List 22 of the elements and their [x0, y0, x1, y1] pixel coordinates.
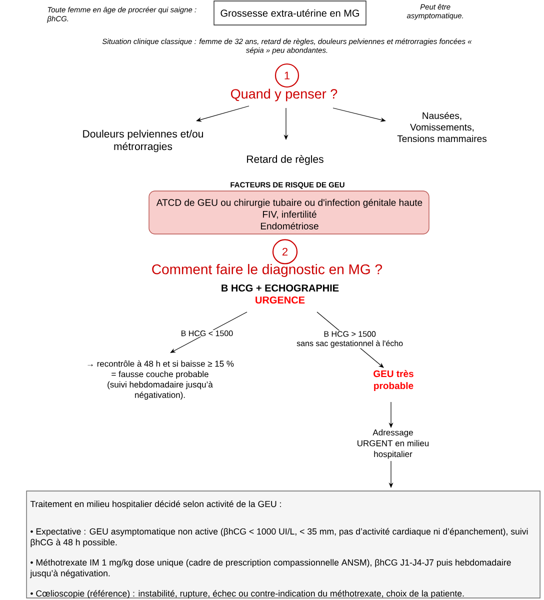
- diagnosis-text: GEU très probable: [374, 370, 414, 391]
- exam-heading: B HCG + ECHOGRAPHIE URGENCE: [222, 284, 339, 304]
- section-heading: Comment faire le diagnostic en MG ?: [152, 264, 382, 278]
- arrow: [170, 312, 248, 353]
- arrow: [196, 106, 250, 122]
- bullet-item: • Expectative : GEU asymptomatique non active (βhCG < 1000 UI/L, < 35 mm, pas d’activité cardiaque ni d’épanchement), suivi βhCG à 48 h possible.: [30, 528, 528, 548]
- title-box: Grossesse extra-utérine en MG: [214, 0, 366, 26]
- risk-factor-item: Endométriose: [260, 222, 318, 230]
- outcome-text: → recontrôle à 48 h et si baisse ≥ 15 % = fausse couche probable (suivi hebdomadaire jusqu’à négativation).: [88, 360, 234, 400]
- risk-factor-item: FIV, infertilité: [263, 210, 316, 219]
- referral-text: Adressage URGENT en milieu hospitalier: [358, 429, 429, 459]
- bullet-item: • Méthotrexate IM 1 mg/kg dose unique (cadre de prescription compassionnelle ANSM), βhCG J1-J4-J7 puis hebdomadaire jusqu’à négativation.: [30, 559, 511, 578]
- symptom-text: Retard de règles: [247, 155, 324, 165]
- edge-label: B HCG < 1500: [180, 330, 234, 337]
- arrow: [332, 108, 386, 122]
- section-heading: Quand y penser ?: [230, 88, 338, 102]
- bullet-item: • Cœlioscopie (référence) : instabilité, rupture, échec ou contre-indication du méthotrexate, choix de la patiente.: [30, 590, 464, 598]
- edge-label: B HCG > 1500 sans sac gestationnel à l'écho: [295, 330, 404, 348]
- panel-heading: Traitement en milieu hospitalier décidé selon activité de la GEU :: [30, 500, 281, 509]
- risk-factor-item: ATCD de GEU ou chirurgie tubaire ou d'infection génitale haute: [156, 198, 422, 208]
- symptom-text: Douleurs pelviennes et/ou métrorragies: [83, 130, 203, 152]
- symptom-text: Nausées, Vomissements, Tensions mammaires: [397, 112, 487, 142]
